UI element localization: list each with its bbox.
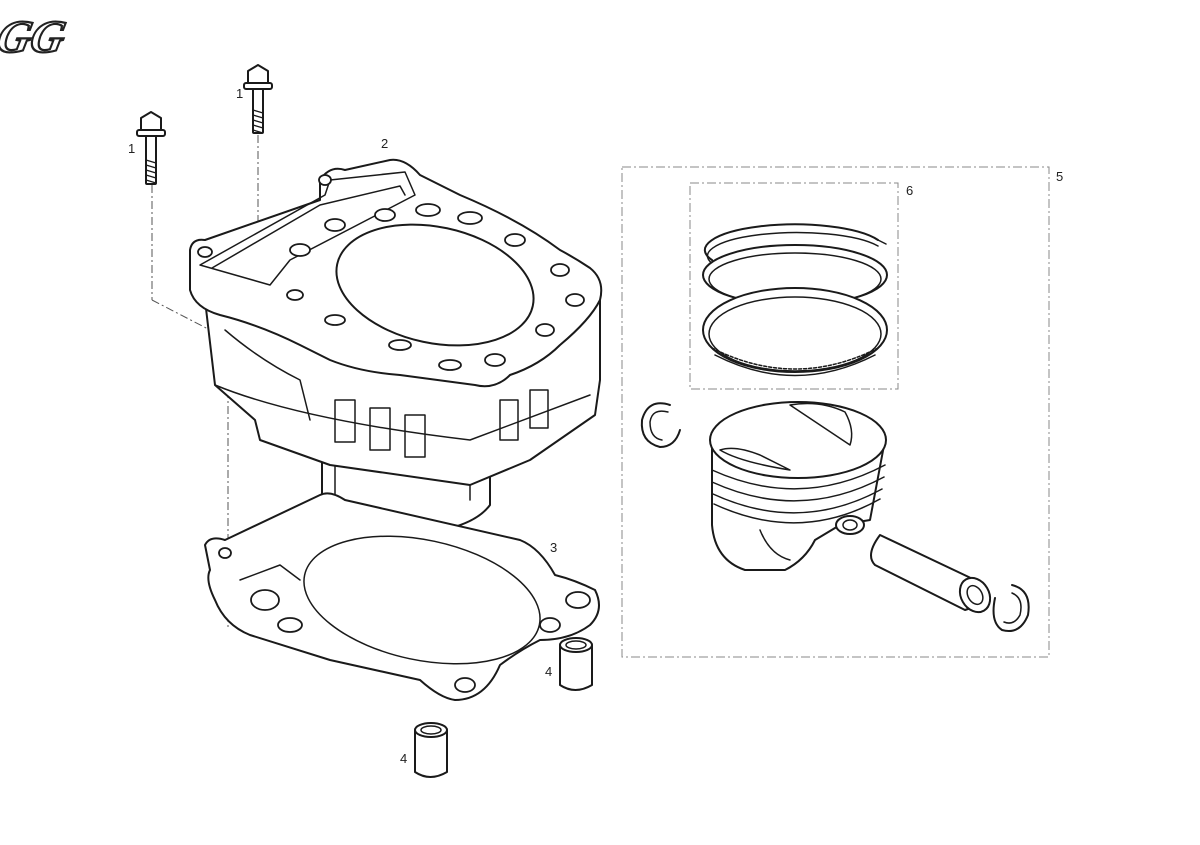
callout-dowel-right: 4 <box>545 664 552 679</box>
callout-piston-kit: 5 <box>1056 169 1063 184</box>
brand-logo-text: GG <box>0 12 70 62</box>
piston-kit-group-box <box>621 166 1050 658</box>
bolt-right <box>243 64 273 134</box>
piston <box>709 401 887 571</box>
callout-dowel-bottom: 4 <box>400 751 407 766</box>
dowel-pin-right <box>559 637 593 691</box>
ring-set-group-box <box>689 182 899 390</box>
brand-logo: GG <box>0 11 71 64</box>
piston-pin <box>870 534 992 614</box>
callout-cylinder: 2 <box>381 136 388 151</box>
bolt-left <box>136 111 166 185</box>
piston-pin-circlip-left <box>640 402 681 448</box>
callout-bolt-left: 1 <box>128 141 135 156</box>
callout-bolt-right: 1 <box>236 86 243 101</box>
cylinder-base-gasket <box>204 492 600 701</box>
callout-ring-set: 6 <box>906 183 913 198</box>
piston-ring-set <box>702 223 888 377</box>
dowel-pin-bottom <box>414 722 448 778</box>
piston-pin-circlip-right <box>992 584 1030 632</box>
cylinder-block <box>189 158 603 536</box>
callout-gasket: 3 <box>550 540 557 555</box>
